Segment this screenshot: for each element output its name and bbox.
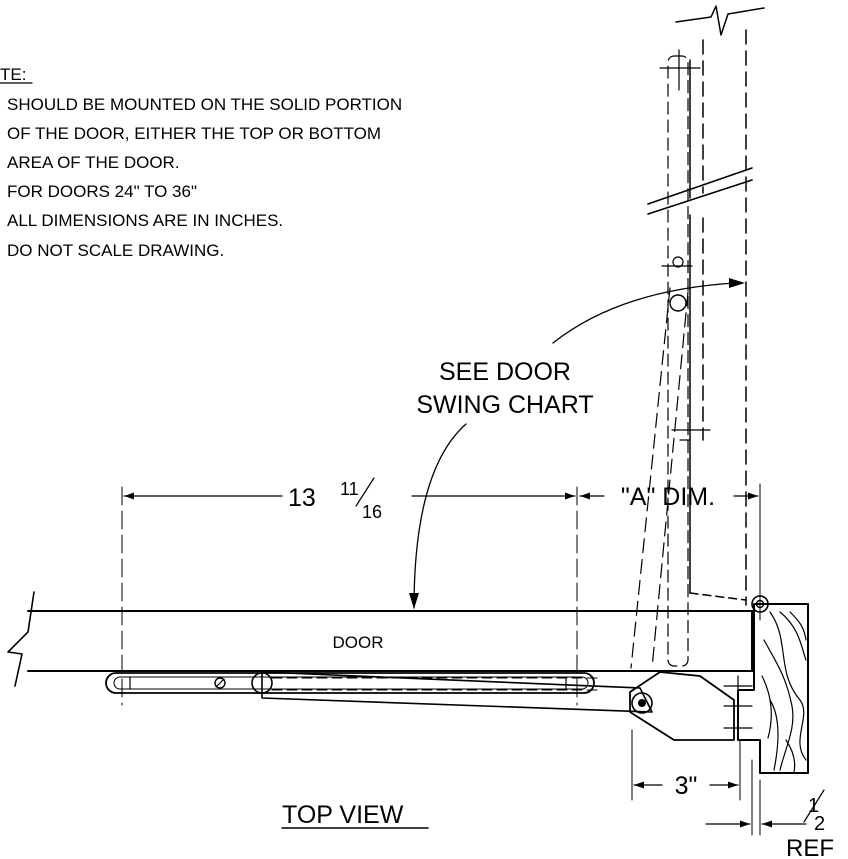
note-line-6: DO NOT SCALE DRAWING.: [7, 241, 224, 260]
dimension-offset: 3": [631, 729, 741, 801]
wood-jamb: [723, 603, 809, 774]
door-label: DOOR: [333, 633, 384, 652]
swing-arc-upper: [552, 282, 736, 344]
dim-width-frac-num: 11: [340, 479, 359, 499]
notes-block: TE: SHOULD BE MOUNTED ON THE SOLID PORTI…: [0, 65, 402, 260]
note-line-1: SHOULD BE MOUNTED ON THE SOLID PORTION: [7, 95, 402, 114]
dimension-ref: 1 2 REF: [705, 759, 834, 859]
view-title: TOP VIEW: [281, 801, 429, 829]
frame-break-line: [675, 5, 765, 36]
door-slab: DOOR: [7, 591, 753, 687]
dim-offset-label: 3": [675, 772, 698, 800]
arm-roller: [251, 672, 273, 694]
note-line-3: AREA OF THE DOOR.: [7, 153, 180, 172]
notes-heading: TE:: [0, 65, 26, 84]
dimension-width: 13 11 16: [121, 477, 578, 706]
swing-arc-lower: [413, 423, 467, 609]
callout-line-1: SEE DOOR: [439, 358, 571, 386]
dim-a-label: "A" DIM.: [621, 483, 715, 511]
note-line-5: ALL DIMENSIONS ARE IN INCHES.: [7, 211, 283, 230]
swing-arrowhead-upper: [729, 278, 745, 288]
arm-open-position: [630, 49, 711, 669]
swing-arrowhead-lower: [409, 593, 419, 609]
closer-arm: [261, 671, 653, 713]
swing-callout: SEE DOOR SWING CHART: [409, 278, 745, 609]
door-frame: [647, 5, 765, 606]
dim-ref-frac-den: 2: [814, 813, 825, 835]
closer-body: [629, 671, 735, 741]
dim-width-frac-den: 16: [362, 502, 382, 522]
slide-track: [105, 672, 595, 694]
view-title-text: TOP VIEW: [282, 801, 404, 829]
door-break-line: [7, 591, 35, 687]
note-line-4: FOR DOORS 24" TO 36": [7, 182, 197, 201]
callout-line-2: SWING CHART: [416, 391, 593, 419]
note-line-2: OF THE DOOR, EITHER THE TOP OR BOTTOM: [7, 124, 381, 143]
dimension-a: "A" DIM.: [579, 483, 761, 595]
closer-assembly: [105, 671, 735, 741]
dim-ref-label: REF: [786, 835, 834, 859]
dim-width-whole: 13: [288, 484, 316, 512]
